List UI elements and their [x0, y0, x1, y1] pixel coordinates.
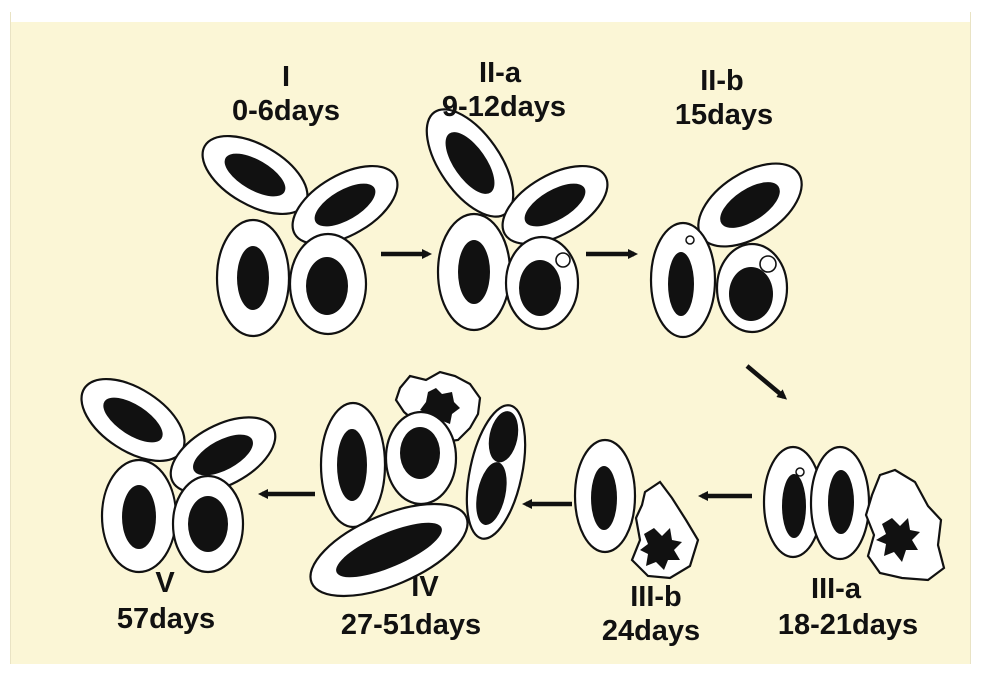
stage-v-cells	[67, 362, 287, 572]
stage-iiib-name: III-b	[630, 581, 682, 613]
stage-iv-time: 27-51days	[341, 609, 481, 641]
stage-iiib-cells	[575, 440, 698, 578]
stage-iib-name: II-b	[700, 65, 744, 97]
stage-v-name: V	[155, 567, 175, 599]
stage-iia-time: 9-12days	[442, 91, 566, 123]
arrow-iib-to-iiia	[747, 366, 784, 397]
stage-i-time: 0-6days	[232, 95, 340, 127]
stage-iv-name: IV	[411, 571, 439, 603]
stage-iia-cells	[410, 95, 620, 330]
stage-iiia-cells	[764, 447, 944, 580]
stage-i-name: I	[282, 61, 290, 93]
stage-iiia-time: 18-21days	[778, 609, 918, 641]
stage-iib-cells	[651, 147, 816, 337]
stage-iiia-name: III-a	[811, 573, 862, 605]
stage-iia-name: II-a	[479, 57, 522, 89]
stage-i-cells	[190, 120, 410, 336]
stage-iib-time: 15days	[675, 99, 773, 131]
stage-iiib-time: 24days	[602, 615, 700, 647]
stage-v-time: 57days	[117, 603, 215, 635]
